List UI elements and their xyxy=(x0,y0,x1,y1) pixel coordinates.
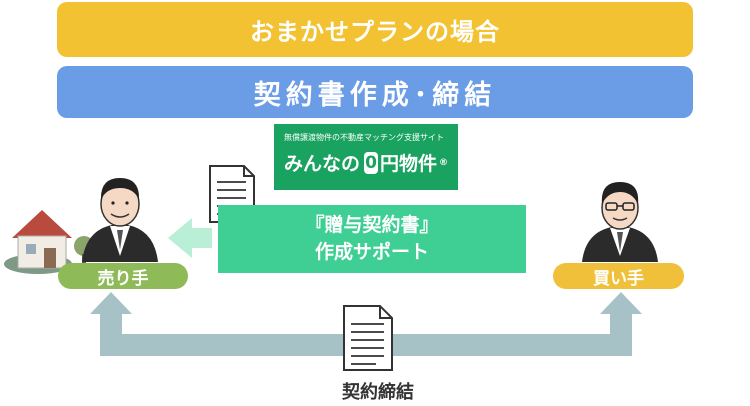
seller-person-icon xyxy=(82,178,158,262)
plan-banner: おまかせプランの場合 xyxy=(57,2,693,57)
logo-registered-mark: ® xyxy=(439,157,448,168)
support-line-1: 『贈与契約書』 xyxy=(305,214,439,236)
logo-name-prefix: みんなの xyxy=(284,153,361,175)
contract-banner: 契約書作成･締結 xyxy=(57,66,693,118)
contract-document-icon xyxy=(343,305,393,371)
buyer-label: 買い手 xyxy=(553,263,684,289)
contract-support-box: 『贈与契約書』 作成サポート xyxy=(218,205,526,273)
logo-name: みんなの 0 円物件 ® xyxy=(284,149,448,176)
logo-subtitle: 無償譲渡物件の不動産マッチング支援サイト xyxy=(284,133,444,142)
logo-name-suffix: 円物件 xyxy=(379,153,437,175)
support-line-2: 作成サポート xyxy=(314,241,429,263)
contract-signing-label: 契約締結 xyxy=(342,382,414,403)
seller-label: 売り手 xyxy=(58,263,188,289)
site-logo: 無償譲渡物件の不動産マッチング支援サイト みんなの 0 円物件 ® xyxy=(274,124,458,190)
arrow-left-icon xyxy=(168,218,212,258)
buyer-person-icon xyxy=(582,182,658,262)
logo-name-zero: 0 xyxy=(364,151,378,174)
